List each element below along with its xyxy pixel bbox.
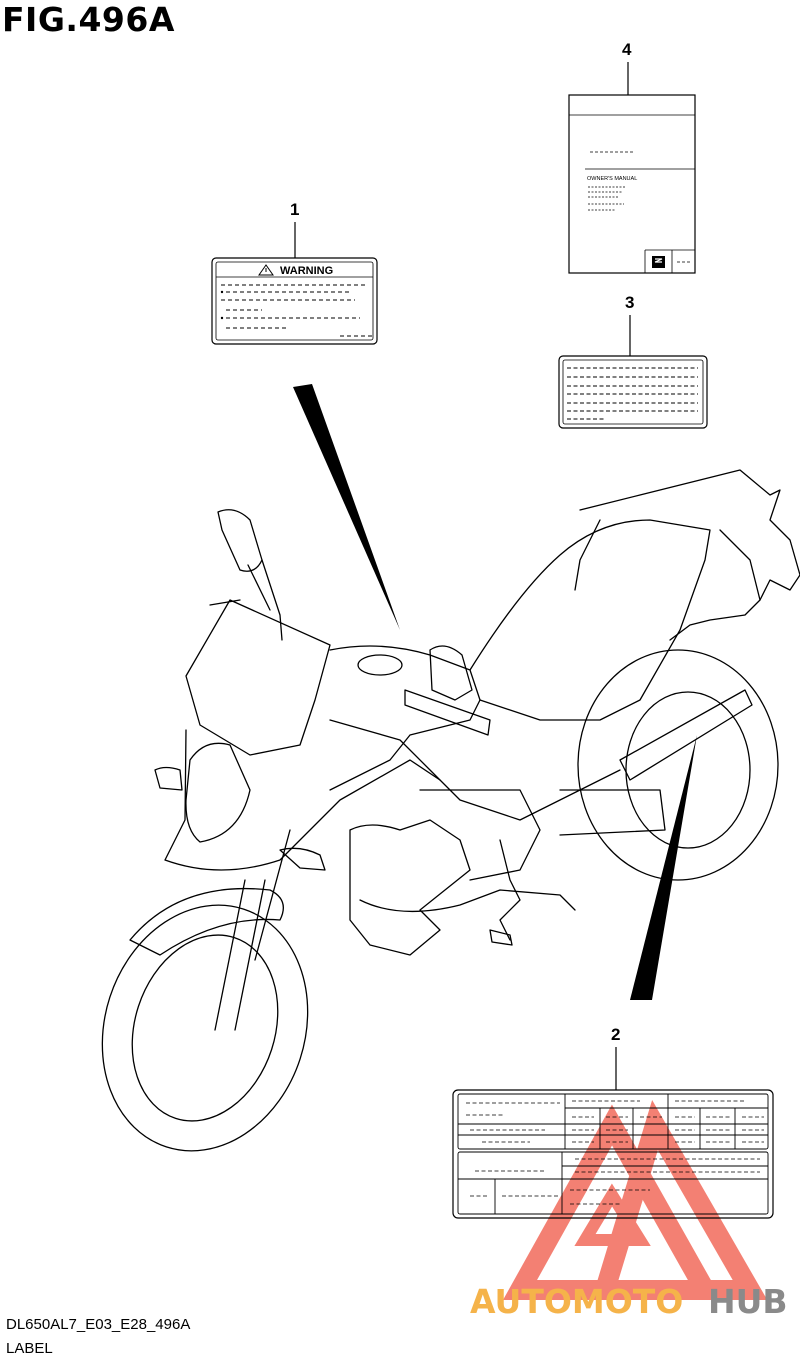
warning-triangle-icon: [258, 264, 274, 276]
pointer-wedge-2: [630, 735, 697, 1000]
callout-1: 1: [290, 200, 300, 219]
callout-3: 3: [625, 293, 635, 312]
rear-rim: [625, 691, 751, 849]
callout-2: 2: [611, 1025, 621, 1044]
figure-title: FIG.496A: [2, 0, 175, 39]
watermark-logo: [502, 1099, 768, 1300]
watermark-text-hub: HUB: [708, 1282, 788, 1321]
label-2-specification-table: [452, 1089, 774, 1219]
callout-4: 4: [622, 40, 632, 59]
engine: [349, 819, 471, 956]
suzuki-logo-icon: [652, 256, 665, 268]
warning-heading: WARNING: [280, 265, 333, 277]
fuel-tank: [329, 645, 481, 791]
pointer-wedge-1: [293, 384, 400, 630]
rear-wheel: [577, 649, 779, 881]
section-label: LABEL: [6, 1340, 53, 1357]
seat: [469, 519, 711, 721]
windscreen: [185, 599, 331, 756]
watermark-text-automoto: AUTOMOTO: [470, 1282, 683, 1321]
figure-code: DL650AL7_E03_E28_496A: [6, 1316, 191, 1333]
headlight: [185, 742, 251, 843]
front-rim: [131, 934, 279, 1122]
motorcycle-outline: [101, 469, 800, 1152]
front-wheel: [101, 904, 309, 1152]
label-4-owners-manual: OWNER'S MANUAL: [568, 94, 696, 274]
owners-manual-title: OWNER'S MANUAL: [587, 176, 637, 182]
label-3-info-sticker: [558, 355, 708, 429]
label-1-warning-sticker: WARNING: [211, 257, 378, 345]
